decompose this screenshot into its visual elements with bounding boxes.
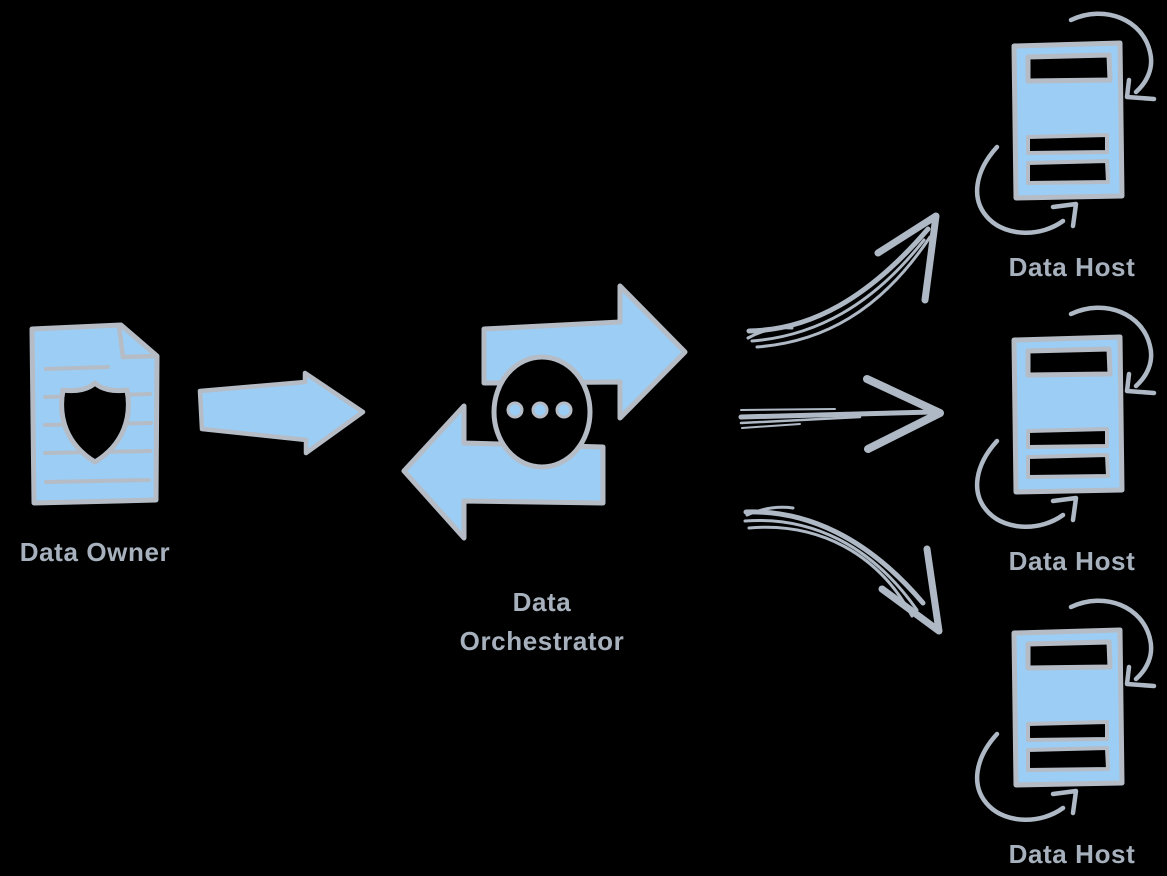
arrowhead	[874, 212, 940, 304]
data-host-node-1	[977, 14, 1154, 233]
edge-owner-to-orchestrator	[197, 370, 366, 456]
data-host-label-3: Data Host	[1008, 839, 1136, 869]
data-owner-label: Data Owner	[19, 537, 171, 567]
edge-orchestrator-to-host-3	[743, 505, 943, 635]
edge-orchestrator-to-host-1	[746, 212, 940, 349]
arrowhead	[863, 375, 944, 453]
data-owner-node	[29, 322, 160, 506]
server-sync-icon	[977, 14, 1154, 233]
data-orchestrator-node	[401, 283, 688, 541]
folded-corner	[116, 323, 160, 360]
shield-document-icon	[29, 322, 160, 506]
block-arrow-left	[401, 403, 606, 541]
server-sync-icon	[977, 601, 1154, 820]
shield-icon	[59, 380, 131, 465]
arrowhead	[878, 545, 943, 635]
data-host-label-2: Data Host	[1008, 546, 1136, 576]
data-orchestrator-label: Data Orchestrator	[459, 587, 625, 656]
data-host-node-2	[977, 308, 1154, 527]
block-arrow-right	[197, 370, 366, 456]
data-host-label-1: Data Host	[1008, 252, 1136, 282]
edge-orchestrator-to-host-2	[738, 375, 944, 453]
data-host-node-3	[977, 601, 1154, 820]
server-sync-icon	[977, 308, 1154, 527]
message-ellipsis-icon	[491, 354, 593, 470]
